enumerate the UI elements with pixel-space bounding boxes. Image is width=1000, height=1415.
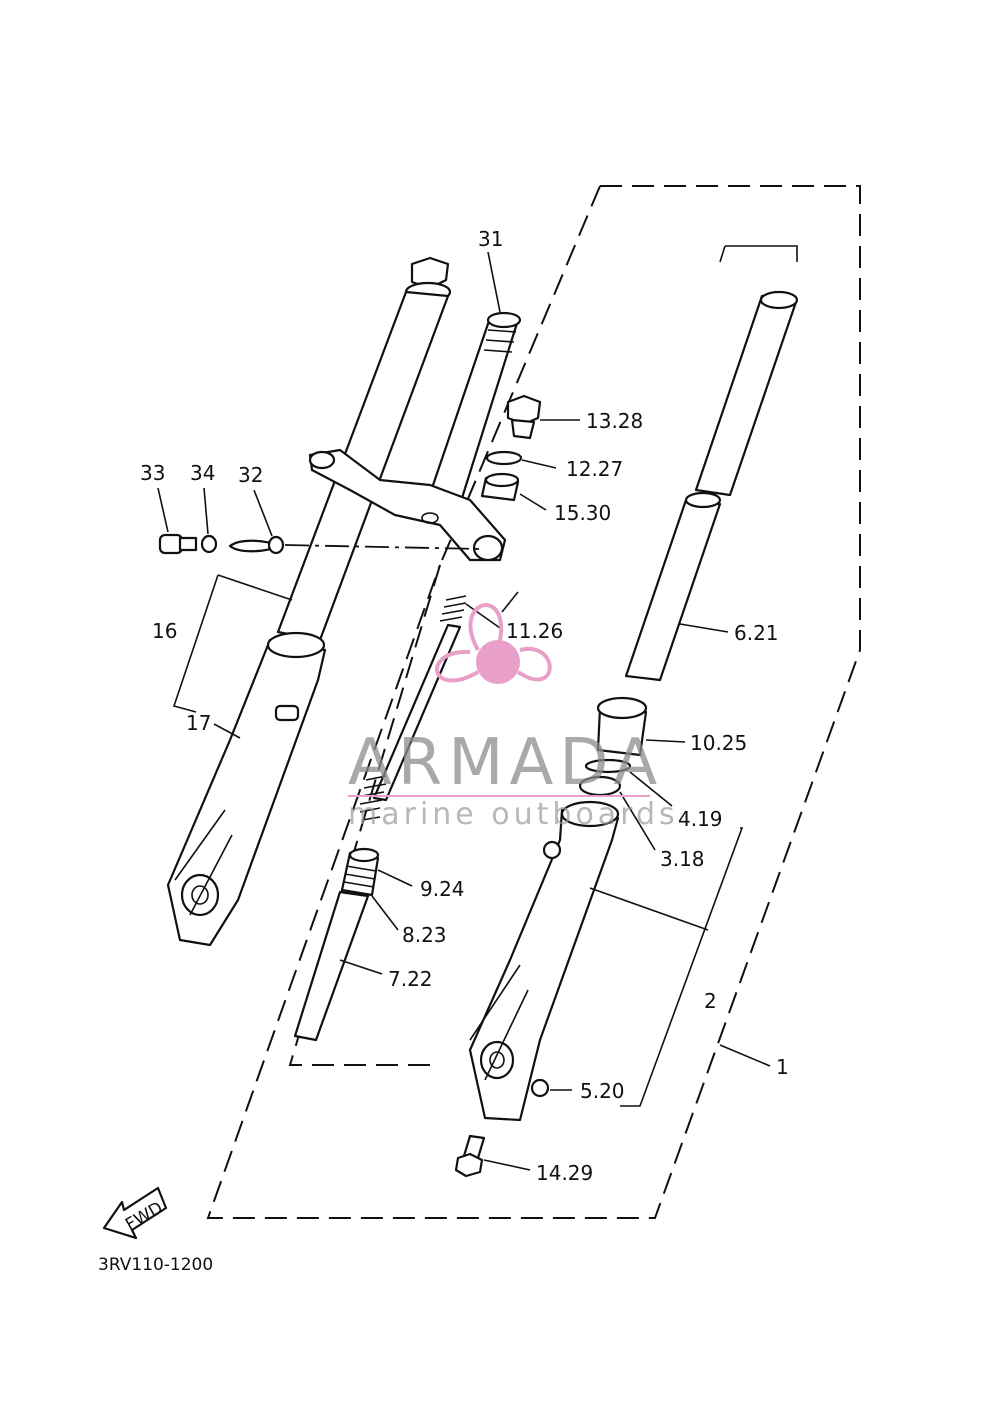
callout-10: 10.25 [690, 731, 747, 755]
callout-9: 9.24 [420, 877, 465, 901]
steering-stem-thread-top [486, 311, 522, 329]
right-fork-assembly [454, 245, 799, 1178]
steering-stem-tube [428, 316, 520, 500]
callout-6: 6.21 [734, 621, 779, 645]
damper-piston-top [348, 847, 380, 863]
callout-7: 7.22 [388, 967, 433, 991]
outer-tube-2-boss [542, 840, 562, 860]
under-bracket-pivot [472, 534, 504, 562]
left-axle-hole [191, 885, 209, 905]
forward-arrow-icon: FWD [102, 1186, 168, 1240]
bracket-6 [719, 245, 798, 263]
under-bracket-left-boss [308, 450, 336, 470]
clip-4 [584, 758, 632, 774]
leader-lines [172, 251, 771, 1171]
piston-ring-8 [343, 865, 377, 888]
callout-32: 32 [238, 463, 263, 487]
callout-15: 15.30 [554, 501, 611, 525]
bolt-centerline [284, 544, 481, 550]
callout-33: 33 [140, 461, 165, 485]
o-ring-12 [485, 450, 523, 466]
callout-1: 1 [776, 1055, 789, 1079]
washer-5 [530, 1078, 550, 1098]
bolt-33-shank [178, 536, 198, 552]
callout-5: 5.20 [580, 1079, 625, 1103]
rebound-spring-11 [439, 595, 467, 622]
callout-16: 16 [152, 619, 177, 643]
damper-group-boundary [288, 564, 441, 1066]
cap-bolt-13-thread [510, 418, 536, 440]
outer-tube-2 [468, 808, 620, 1122]
cap-bolt-13 [506, 394, 542, 426]
left-fork-assembly [166, 256, 452, 947]
callout-2: 2 [704, 989, 717, 1013]
outer-tube-2-axle-hole [489, 1051, 505, 1069]
callout-3: 3.18 [660, 847, 705, 871]
fork-spring-6-upper [694, 294, 798, 497]
callout-13: 13.28 [586, 409, 643, 433]
spacer-pipe-top [684, 491, 722, 509]
assembly-boundary-left-edge [439, 185, 601, 566]
watermark-tagline: marine outboards [348, 797, 679, 832]
left-tube-tab [274, 704, 300, 722]
callout-labels: 31 13.28 12.27 15.30 11.26 6.21 10.25 4.… [140, 227, 789, 1185]
fork-spring-top [759, 290, 799, 310]
callout-11: 11.26 [506, 619, 563, 643]
callout-17: 17 [186, 711, 211, 735]
clamp-bolt-group [158, 533, 481, 555]
left-fork-cap-bolt [410, 256, 450, 290]
left-slider-ribs [174, 809, 233, 916]
outer-tube-2-top [560, 800, 620, 828]
armada-watermark: ARMADA marine outboards [348, 603, 679, 832]
damper-cylinder-7 [293, 890, 370, 1042]
diagram-part-code: 3RV110-1200 [98, 1255, 213, 1275]
steering-stem-assembly [308, 311, 522, 562]
callout-14: 14.29 [536, 1161, 593, 1185]
washer-34 [200, 534, 218, 554]
assembly-boundary-dashed [206, 185, 861, 1219]
damper-lower-spring [359, 775, 387, 821]
under-bracket [308, 448, 507, 562]
under-bracket-hole [421, 512, 439, 524]
spacer-pipe-6 [624, 498, 722, 682]
callout-31: 31 [478, 227, 503, 251]
callout-4: 4.19 [678, 807, 723, 831]
propeller-logo-icon [434, 603, 552, 684]
callout-8: 8.23 [402, 923, 447, 947]
bolt-33 [158, 533, 184, 555]
left-dust-seal [266, 631, 326, 659]
outer-tube-2-ribs [469, 964, 529, 1081]
watermark-brand: ARMADA [348, 726, 663, 800]
outer-tube-2-axle-boss [479, 1040, 515, 1080]
dust-seal-10-top [596, 696, 648, 720]
clip-32-ring [267, 535, 285, 555]
callout-34: 34 [190, 461, 215, 485]
bolt-14-head [454, 1152, 484, 1178]
collar-15-top [484, 472, 520, 488]
steering-stem-threads [483, 329, 517, 353]
callout-12: 12.27 [566, 457, 623, 481]
